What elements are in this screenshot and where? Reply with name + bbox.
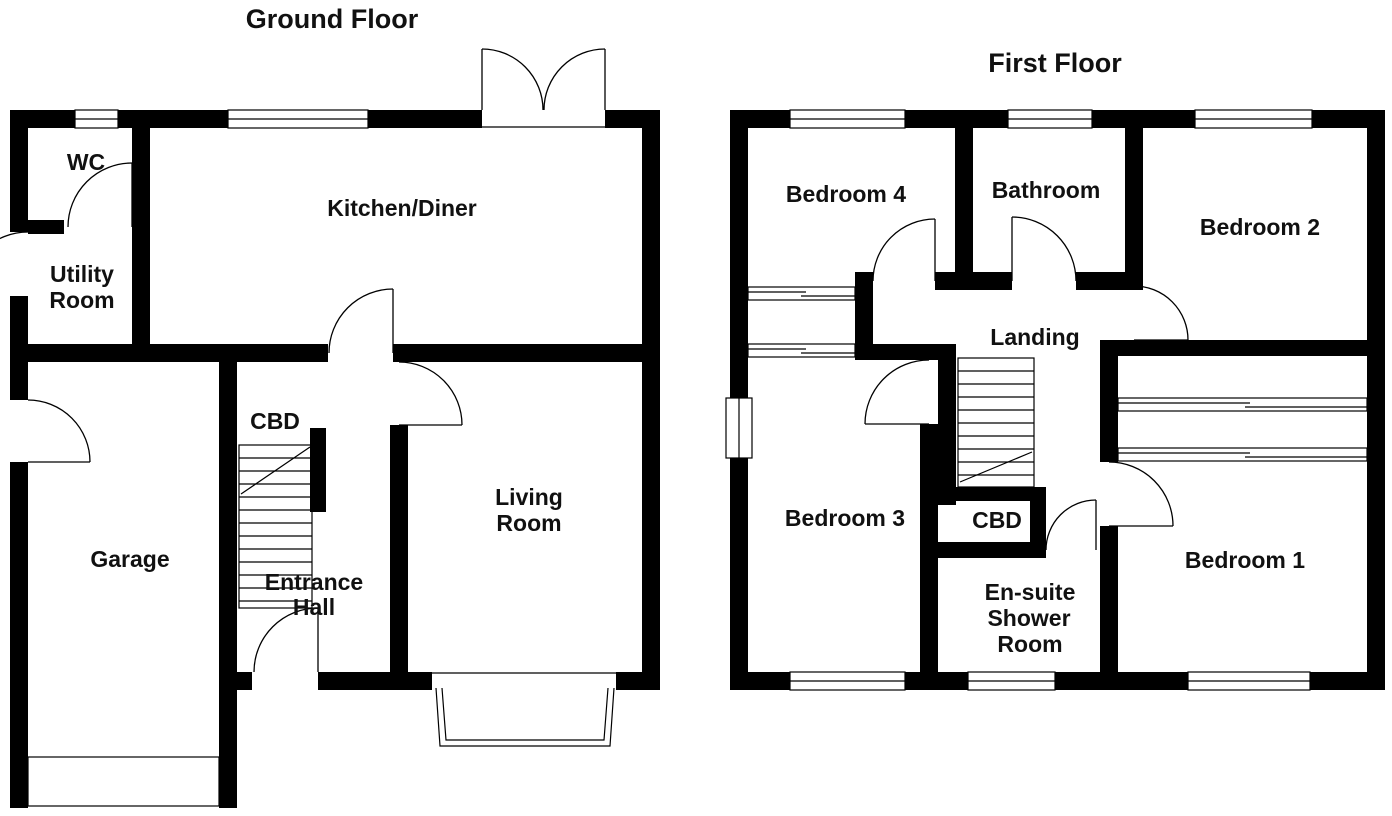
room-label-cbd-first: CBD (972, 507, 1022, 533)
ensuite-door (1045, 499, 1097, 551)
room-label-living-line2: Room (496, 510, 561, 536)
room-label-ensuite-line1: En-suite (985, 579, 1076, 605)
room-label-landing: Landing (990, 324, 1079, 350)
bedroom2-window (1194, 109, 1313, 129)
garage-side-door (27, 399, 91, 463)
bedroom3-door (864, 359, 930, 425)
ground-floor-walls (10, 110, 660, 808)
bathroom-window (1007, 109, 1093, 129)
kitchen-french-doors (481, 48, 606, 128)
room-label-ensuite-line2: Shower (987, 605, 1070, 631)
room-label-bedroom2: Bedroom 2 (1200, 214, 1320, 240)
bathroom-door (1011, 216, 1077, 282)
ground-floor-doors (0, 48, 606, 673)
wc-door (67, 162, 133, 228)
ensuite-window (967, 671, 1056, 691)
ground-floor-staircase (238, 444, 313, 609)
bedroom1-wardrobe (1117, 447, 1368, 462)
room-label-bedroom4: Bedroom 4 (786, 181, 906, 207)
room-label-ensuite-line3: Room (997, 631, 1062, 657)
living-room-door (398, 361, 463, 426)
kitchen-window (227, 109, 369, 129)
room-label-bedroom3: Bedroom 3 (785, 505, 905, 531)
first-floor-walls (730, 110, 1385, 690)
bedroom4-window (789, 109, 906, 129)
garage-door (27, 756, 220, 807)
bedroom3-window (789, 671, 906, 691)
ground-floor-title: Ground Floor (246, 4, 419, 34)
room-label-cbd-ground: CBD (250, 408, 300, 434)
room-label-living-line1: Living (495, 484, 563, 510)
room-label-garage: Garage (90, 546, 169, 572)
ground-floor-windows (74, 109, 369, 129)
first-floor-title: First Floor (988, 48, 1122, 78)
first-floor-windows (725, 109, 1313, 691)
room-label-kitchen-diner: Kitchen/Diner (327, 195, 477, 221)
bedroom4-door (872, 218, 936, 282)
first-floor-labels: First Floor Bedroom 4 Bathroom Bedroom 2… (785, 48, 1320, 657)
room-label-bedroom1: Bedroom 1 (1185, 547, 1305, 573)
first-floor-doors (864, 216, 1189, 551)
built-in-wardrobes (747, 286, 1368, 462)
room-label-utility-line1: Utility (50, 261, 114, 287)
bedroom3-wardrobe (747, 343, 856, 358)
bedroom2-door (1133, 285, 1189, 341)
front-door (253, 607, 319, 673)
room-label-bathroom: Bathroom (992, 177, 1101, 203)
bedroom4-wardrobe (747, 286, 856, 301)
room-label-wc: WC (67, 149, 105, 175)
ground-floor-labels: Ground Floor WC Utility Room Kitchen/Din… (49, 4, 562, 620)
utility-exterior-door (0, 231, 29, 240)
ground-floor-plan: Ground Floor WC Utility Room Kitchen/Din… (0, 4, 660, 808)
wc-window (74, 109, 119, 129)
kitchen-door (328, 288, 394, 354)
bedroom2-wardrobe (1117, 397, 1368, 412)
room-label-utility-line2: Room (49, 287, 114, 313)
first-floor-plan: First Floor Bedroom 4 Bathroom Bedroom 2… (725, 48, 1385, 691)
room-label-entrance-line1: Entrance (265, 569, 363, 595)
first-floor-staircase (957, 357, 1035, 488)
bay-window (432, 672, 616, 747)
bedroom1-window (1187, 671, 1311, 691)
room-label-entrance-line2: Hall (293, 594, 335, 620)
side-window (725, 397, 753, 459)
bedroom1-door (1108, 461, 1174, 527)
